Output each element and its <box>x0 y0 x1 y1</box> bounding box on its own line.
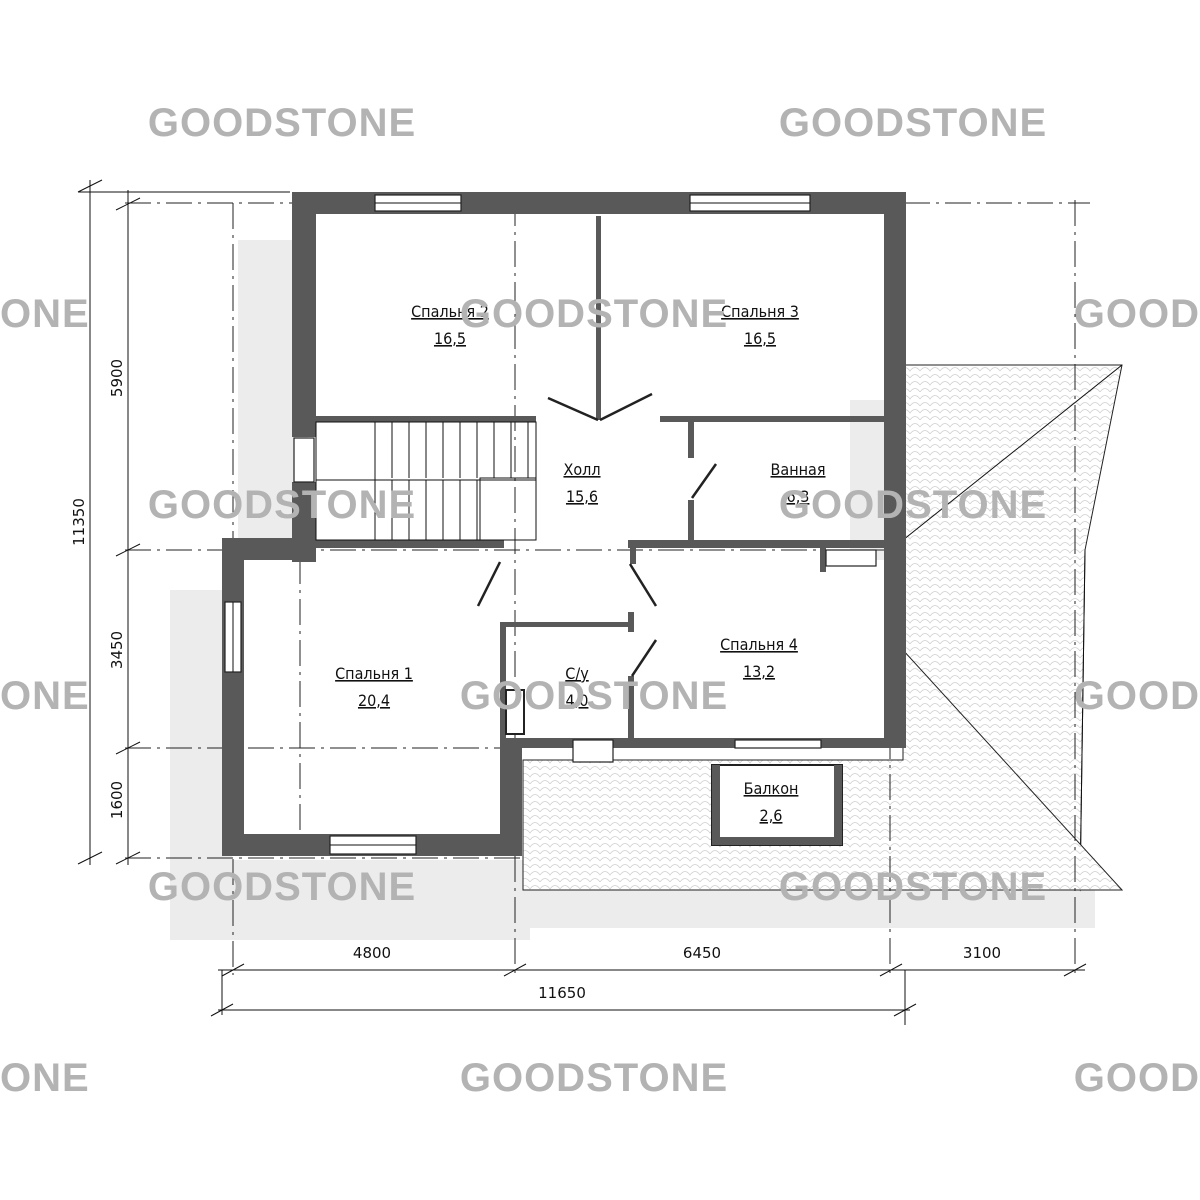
room-name-bedroom3: Спальня 3 <box>721 302 799 321</box>
watermark-text: GOODSTONE <box>779 865 1047 909</box>
room-name-wc: С/у <box>565 664 589 683</box>
room-name-bedroom2: Спальня 2 <box>411 302 489 321</box>
watermark-text: GOODSTONE <box>779 483 1047 527</box>
room-name-bedroom4: Спальня 4 <box>720 635 798 654</box>
room-name-hall: Холл <box>563 460 600 479</box>
balcony-outline <box>711 764 843 846</box>
room-labels: Спальня 2 16,5 Спальня 3 16,5 Холл 15,6 … <box>335 302 825 825</box>
watermark-edge-left: ONE <box>0 292 90 336</box>
watermark-text: GOODSTONE <box>148 101 416 145</box>
room-name-balcony: Балкон <box>744 779 799 798</box>
watermarks: GOODSTONE GOODSTONE GOODSTONE GOODSTONE … <box>0 101 1200 1100</box>
watermark-text: GOODSTONE <box>779 101 1047 145</box>
room-area-bedroom1: 20,4 <box>358 691 390 710</box>
room-area-bedroom3: 16,5 <box>744 329 776 348</box>
watermark-edge-left: ONE <box>0 674 90 718</box>
room-area-bedroom2: 16,5 <box>434 329 466 348</box>
watermark-text: GOODSTONE <box>148 865 416 909</box>
room-area-hall: 15,6 <box>566 487 598 506</box>
dim-left-lower: 1600 <box>108 781 126 819</box>
room-area-wc: 4,0 <box>566 691 589 710</box>
dim-bottom-seg3: 3100 <box>963 944 1001 962</box>
fixtures <box>505 689 843 846</box>
dim-left-total: 11350 <box>70 498 88 546</box>
toilet <box>505 689 525 735</box>
room-name-bathroom: Ванная <box>771 460 826 479</box>
windows <box>224 194 877 855</box>
dim-left-middle: 3450 <box>108 631 126 669</box>
stairs <box>315 421 537 541</box>
watermark-text: GOODSTONE <box>460 292 728 336</box>
room-area-balcony: 2,6 <box>760 806 783 825</box>
room-area-bedroom4: 13,2 <box>743 662 775 681</box>
dimension-lines <box>77 179 1087 1025</box>
dim-bottom-seg1: 4800 <box>353 944 391 962</box>
watermark-edge-right: GOOD <box>1074 674 1200 718</box>
dim-bottom-total: 11650 <box>538 984 586 1002</box>
doors <box>476 392 718 677</box>
room-name-bedroom1: Спальня 1 <box>335 664 413 683</box>
watermark-edge-right: GOOD <box>1074 1056 1200 1100</box>
dim-left-upper: 5900 <box>108 359 126 397</box>
watermark-text: GOODSTONE <box>460 674 728 718</box>
room-area-bathroom: 6,3 <box>787 487 810 506</box>
watermark-text: GOODSTONE <box>148 483 416 527</box>
watermark-text: GOODSTONE <box>460 1056 728 1100</box>
dimension-labels: 11350 5900 3450 1600 4800 6450 3100 1165… <box>70 359 1001 1002</box>
dim-bottom-seg2: 6450 <box>683 944 721 962</box>
watermark-edge-left: ONE <box>0 1056 90 1100</box>
watermark-edge-right: GOOD <box>1074 292 1200 336</box>
